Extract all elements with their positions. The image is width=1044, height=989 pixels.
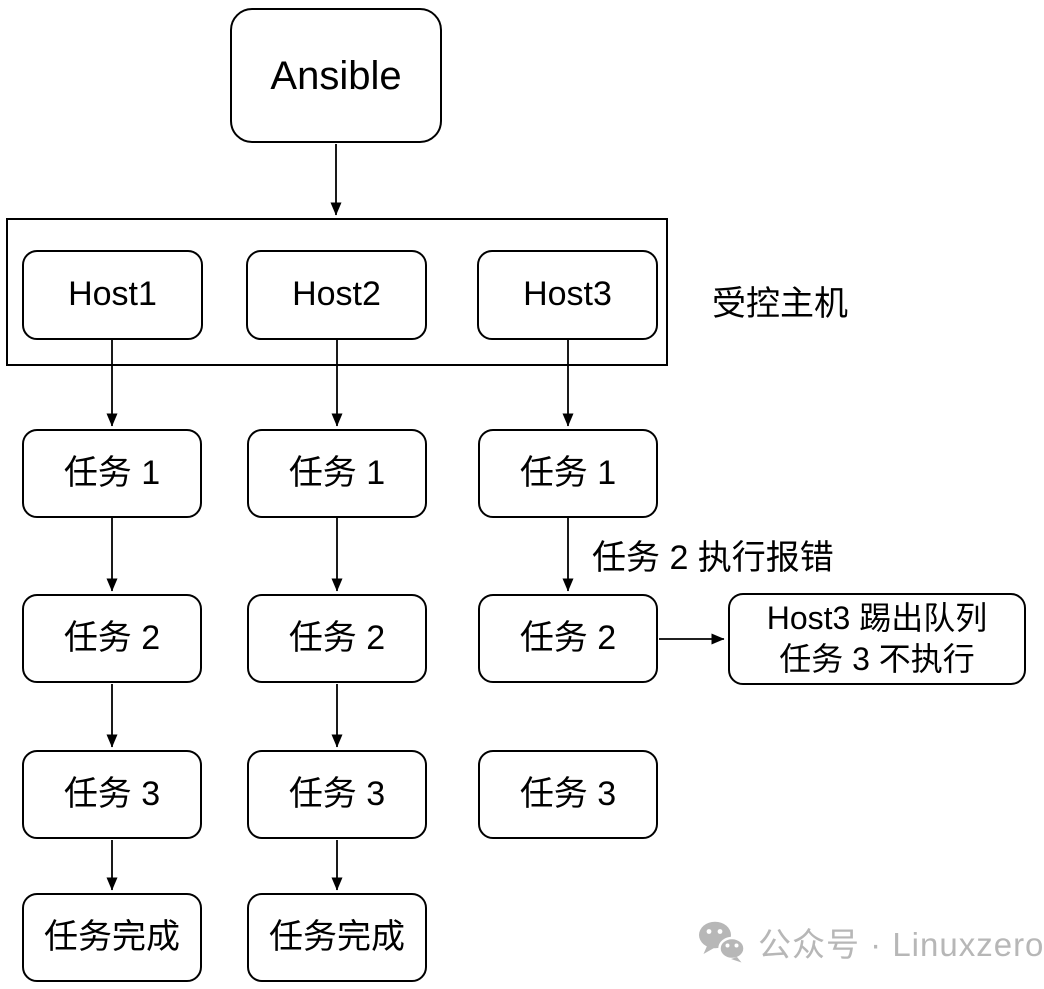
host3-task2-label: 任务 2 [519, 618, 617, 657]
host3-kickout-line1: Host3 踢出队列 [766, 600, 988, 637]
host2-task2-label: 任务 2 [288, 618, 386, 657]
host1-task2-label: 任务 2 [63, 618, 161, 657]
host2-node: Host2 [246, 250, 427, 340]
host2-done-label: 任务完成 [269, 917, 405, 956]
host1-task3-node: 任务 3 [22, 750, 202, 839]
host3-task3-label: 任务 3 [519, 774, 617, 813]
host1-task1-node: 任务 1 [22, 429, 202, 518]
task2-error-annotation: 任务 2 执行报错 [592, 539, 834, 577]
host3-node: Host3 [477, 250, 658, 340]
host1-task1-label: 任务 1 [63, 453, 161, 492]
host1-done-node: 任务完成 [22, 893, 202, 982]
ansible-node-label: Ansible [270, 53, 402, 98]
host1-done-label: 任务完成 [44, 917, 180, 956]
host2-task3-label: 任务 3 [288, 774, 386, 813]
host2-task1-node: 任务 1 [247, 429, 427, 518]
host2-task2-node: 任务 2 [247, 594, 427, 683]
wechat-icon [699, 921, 746, 963]
host2-task1-label: 任务 1 [288, 453, 386, 492]
host1-task2-node: 任务 2 [22, 594, 202, 683]
host2-task3-node: 任务 3 [247, 750, 427, 839]
host3-task1-node: 任务 1 [478, 429, 658, 518]
watermark-text: 公众号 · Linuxzero [758, 926, 1044, 963]
host3-label: Host3 [523, 275, 612, 314]
hosts-group-label: 受控主机 [712, 285, 848, 323]
host1-label: Host1 [68, 275, 157, 314]
watermark: 公众号 · Linuxzero [698, 918, 1044, 966]
host2-done-node: 任务完成 [247, 893, 427, 982]
host3-task2-node: 任务 2 [478, 594, 658, 683]
host3-task3-node: 任务 3 [478, 750, 658, 839]
host3-kickout-node: Host3 踢出队列 任务 3 不执行 [728, 593, 1026, 685]
host2-label: Host2 [292, 275, 381, 314]
host1-task3-label: 任务 3 [63, 774, 161, 813]
ansible-node: Ansible [230, 8, 442, 143]
host1-node: Host1 [22, 250, 203, 340]
host3-task1-label: 任务 1 [519, 453, 617, 492]
host3-kickout-line2: 任务 3 不执行 [779, 641, 975, 677]
